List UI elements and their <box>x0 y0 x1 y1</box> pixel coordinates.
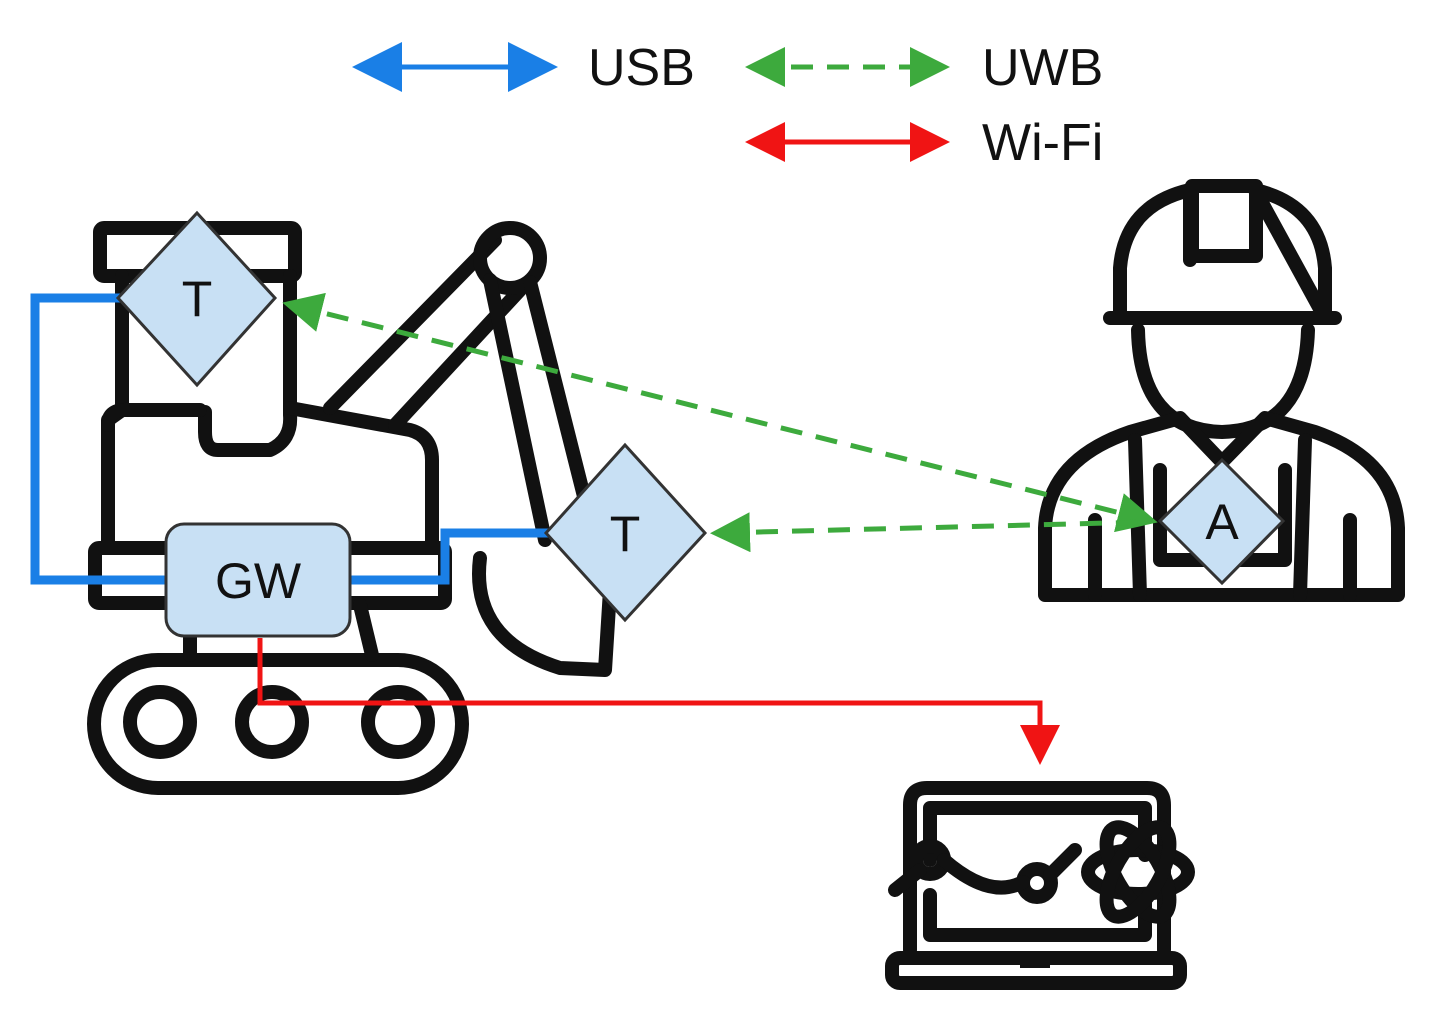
legend-wifi: Wi-Fi <box>745 114 1103 172</box>
tag-node-cab: T <box>115 210 278 388</box>
uwb-links <box>282 292 1158 553</box>
uwb-link-cab-anchor <box>282 292 1158 533</box>
usb-link-bucket-tag <box>350 528 550 585</box>
anchor-node-label: A <box>1205 494 1239 550</box>
uwb-link-bucket-anchor <box>710 512 1149 553</box>
tag-node-bucket: T <box>543 442 708 623</box>
legend-uwb-label: UWB <box>982 39 1103 97</box>
gateway-node: GW <box>164 522 352 638</box>
laptop-analytics-icon <box>885 781 1195 990</box>
legend-wifi-label: Wi-Fi <box>982 114 1103 172</box>
legend-usb-label: USB <box>588 39 695 97</box>
usb-link-cab-tag <box>30 293 168 585</box>
gateway-node-label: GW <box>215 553 302 609</box>
wifi-link-gateway-laptop <box>257 638 1060 765</box>
anchor-node: A <box>1157 457 1286 586</box>
legend-usb: USB <box>352 39 695 97</box>
tag-node-bucket-label: T <box>610 506 641 562</box>
legend: USB UWB Wi-Fi <box>352 39 1103 172</box>
legend-uwb: UWB <box>745 39 1103 97</box>
usb-links <box>30 293 550 585</box>
wifi-link <box>257 638 1060 765</box>
tag-node-cab-label: T <box>182 271 213 327</box>
